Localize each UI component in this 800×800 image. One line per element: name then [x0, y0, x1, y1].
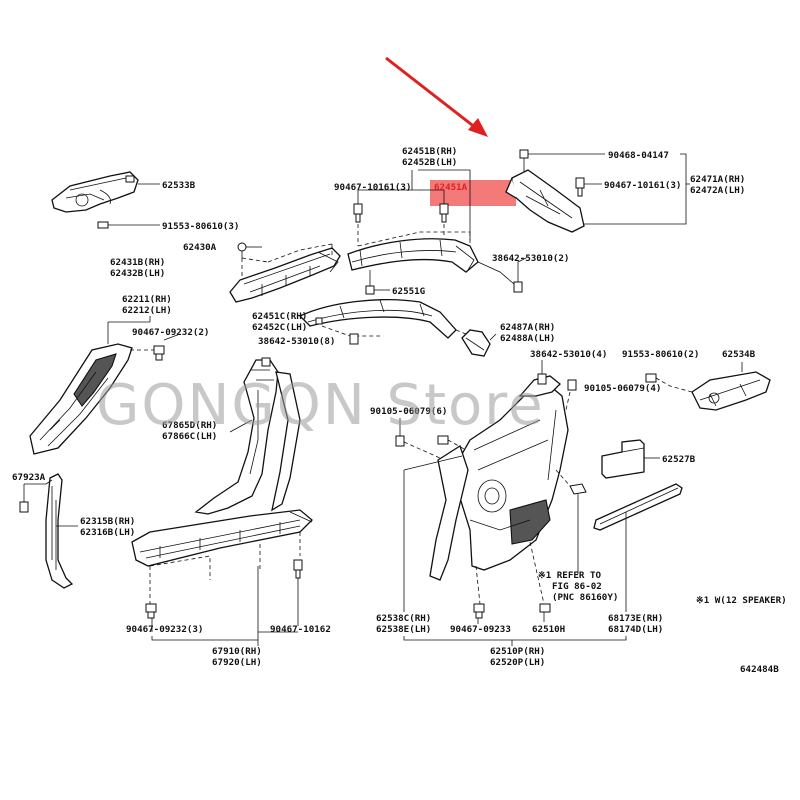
fastener-67923A	[19, 501, 29, 513]
label-62527B: 62527B	[662, 454, 696, 465]
fastener-90105-6	[395, 435, 405, 447]
label-speaker-note: ※1 W(12 SPEAKER)	[696, 595, 787, 606]
part-62315B	[45, 473, 74, 589]
part-62534B	[691, 371, 771, 411]
label-62488A: 62488A(LH)	[500, 333, 555, 344]
label-62520P: 62520P(LH)	[490, 657, 545, 668]
watermark: GONGQN Store	[96, 373, 545, 438]
label-90467-09232-3: 90467-09232(3)	[126, 624, 203, 635]
fastener-90467-09233	[473, 603, 485, 619]
speaker-connector	[569, 483, 587, 495]
label-figure-number: 642484B	[740, 664, 779, 675]
fastener-67865D-clip	[261, 357, 271, 367]
label-90105-6: 90105-06079(6)	[370, 406, 447, 417]
part-62533B	[51, 171, 139, 213]
label-67866C: 67866C(LH)	[162, 431, 217, 442]
label-62211: 62211(RH)	[122, 294, 172, 305]
label-90467-09233: 90467-09233	[450, 624, 511, 635]
label-90467-10161-right: 90467-10161(3)	[604, 180, 681, 191]
label-90105-4: 90105-06079(4)	[584, 383, 661, 394]
label-90467-10162: 90467-10162	[270, 624, 331, 635]
fastener-90467-10161-top	[353, 203, 449, 223]
fastener-90105-4	[567, 379, 577, 391]
label-62472A: 62472A(LH)	[690, 185, 745, 196]
part-62527B	[601, 439, 645, 479]
label-38642-8: 38642-53010(8)	[258, 336, 335, 347]
label-91553-a: 91553-80610(3)	[162, 221, 239, 232]
label-90468: 90468-04147	[608, 150, 669, 161]
fastener-90467-09232-2	[153, 345, 165, 361]
label-91553-b: 91553-80610(2)	[622, 349, 699, 360]
label-68173E: 68173E(RH)	[608, 613, 663, 624]
fastener-91553-b	[645, 373, 657, 383]
part-labels: 90468-04147 62471A(RH) 62472A(LH) 62451B…	[12, 146, 787, 675]
label-62452B: 62452B(LH)	[402, 157, 457, 168]
label-38642-2: 38642-53010(2)	[492, 253, 569, 264]
fastener-62551G	[365, 285, 375, 295]
fastener-90467-10161-right	[575, 177, 585, 197]
label-67920: 67920(LH)	[212, 657, 262, 668]
label-90467-10161-top: 90467-10161(3)	[334, 182, 411, 193]
label-62316B: 62316B(LH)	[80, 527, 135, 538]
label-62538E: 62538E(LH)	[376, 624, 431, 635]
label-67923A: 67923A	[12, 472, 46, 483]
label-62471A: 62471A(RH)	[690, 174, 745, 185]
label-62452C: 62452C(LH)	[252, 322, 307, 333]
pointer-arrow	[385, 56, 488, 137]
label-62510H: 62510H	[532, 624, 565, 635]
fastener-62510P-clip	[437, 435, 449, 445]
fastener-90468	[519, 149, 529, 159]
label-refer-3: (PNC 86160Y)	[552, 592, 618, 603]
label-62534B: 62534B	[722, 349, 756, 360]
label-62451A: 62451A	[434, 182, 468, 193]
part-62451C	[298, 299, 457, 339]
part-62510P	[429, 375, 569, 581]
fastener-90467-09232-3	[145, 603, 157, 619]
label-62212: 62212(LH)	[122, 305, 172, 316]
label-62432B: 62432B(LH)	[110, 268, 165, 279]
label-67865D: 67865D(RH)	[162, 420, 217, 431]
label-68174D: 68174D(LH)	[608, 624, 663, 635]
label-90467-09232-2: 90467-09232(2)	[132, 327, 209, 338]
fastener-38642-2	[513, 281, 523, 293]
part-68173E	[593, 483, 683, 531]
label-62451B: 62451B(RH)	[402, 146, 457, 157]
label-38642-4: 38642-53010(4)	[530, 349, 607, 360]
part-62471A	[505, 169, 585, 233]
label-62533B: 62533B	[162, 180, 196, 191]
label-62315B: 62315B(RH)	[80, 516, 135, 527]
label-62551G: 62551G	[392, 286, 426, 297]
label-62510P: 62510P(RH)	[490, 646, 545, 657]
fastener-38642-8	[349, 333, 359, 345]
label-62430A: 62430A	[183, 242, 217, 253]
label-refer-2: FIG 86-02	[552, 581, 602, 592]
part-62431B	[229, 247, 341, 303]
part-67910	[131, 509, 313, 567]
part-62451B	[347, 238, 479, 273]
fastener-91553-a	[97, 221, 109, 229]
label-62431B: 62431B(RH)	[110, 257, 165, 268]
part-67865D	[194, 359, 301, 515]
label-62487A: 62487A(RH)	[500, 322, 555, 333]
fastener-62510H	[539, 603, 551, 613]
label-67910: 67910(RH)	[212, 646, 262, 657]
part-62487A	[461, 329, 491, 357]
part-62211	[29, 343, 133, 455]
fastener-38642-4	[537, 373, 547, 385]
fastener-62430A	[237, 242, 247, 258]
label-refer-1: ※1 REFER TO	[538, 570, 601, 581]
fastener-90467-10162	[293, 559, 303, 579]
label-62451C: 62451C(RH)	[252, 311, 307, 322]
label-62538C: 62538C(RH)	[376, 613, 431, 624]
